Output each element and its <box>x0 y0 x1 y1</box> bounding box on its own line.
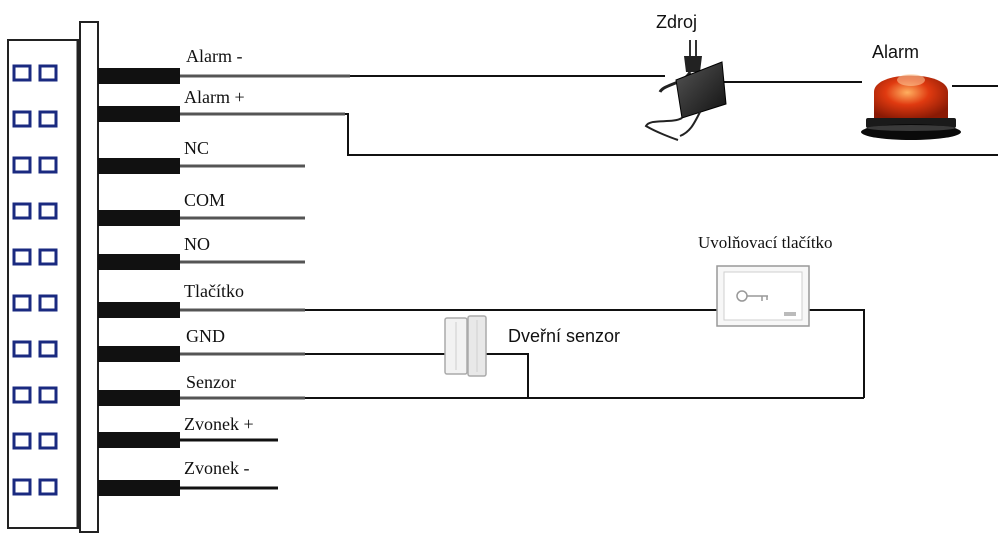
lead-gnd <box>98 346 180 362</box>
power-adapter-icon <box>644 40 727 141</box>
label-nc: NC <box>184 138 209 158</box>
door-sensor-label: Dveřní senzor <box>508 326 620 346</box>
pin-pair <box>12 386 58 404</box>
door-sensor-icon <box>444 315 487 377</box>
wires <box>305 75 998 399</box>
release-button: Uvolňovací tlačítko <box>698 233 833 327</box>
wire-button-return <box>808 309 865 398</box>
lead-alarm-plus <box>98 106 180 122</box>
lead-zvonek-minus <box>98 480 180 496</box>
power-supply: Zdroj <box>644 12 727 141</box>
lead-zvonek-plus <box>98 432 180 448</box>
label-senzor: Senzor <box>186 372 236 392</box>
label-tlacitko: Tlačítko <box>184 281 244 301</box>
label-gnd: GND <box>186 326 225 346</box>
wire-alarm-plus <box>345 113 998 156</box>
lead-senzor <box>98 390 180 406</box>
terminal-labels: Alarm - Alarm + NC COM NO Tlačítko GND S… <box>184 46 254 478</box>
pin-pair <box>12 64 58 82</box>
lead-tlacitko <box>98 302 180 318</box>
pin-pair <box>12 110 58 128</box>
pin-pair <box>12 248 58 266</box>
pin-pair <box>12 294 58 312</box>
pin-pair <box>12 432 58 450</box>
release-button-icon <box>716 265 810 327</box>
release-button-label: Uvolňovací tlačítko <box>698 233 833 252</box>
controller-unit <box>7 21 99 533</box>
terminal-leads <box>98 68 350 496</box>
label-no: NO <box>184 234 210 254</box>
pin-pair <box>12 156 58 174</box>
label-zvonek-plus: Zvonek + <box>184 414 254 434</box>
power-supply-label: Zdroj <box>656 12 697 32</box>
alarm-light: Alarm <box>861 42 961 140</box>
label-alarm-plus: Alarm + <box>184 87 245 107</box>
pin-pair <box>12 478 58 496</box>
label-alarm-minus: Alarm - <box>186 46 242 66</box>
pin-header <box>12 64 58 496</box>
alarm-beacon-icon <box>861 74 961 140</box>
pin-pair <box>12 202 58 220</box>
door-sensor: Dveřní senzor <box>444 315 620 377</box>
lead-no <box>98 254 180 270</box>
wire-sensor-return <box>486 353 529 398</box>
lead-alarm-minus <box>98 68 180 84</box>
alarm-light-label: Alarm <box>872 42 919 62</box>
lead-nc <box>98 158 180 174</box>
label-com: COM <box>184 190 225 210</box>
label-zvonek-minus: Zvonek - <box>184 458 249 478</box>
lead-com <box>98 210 180 226</box>
pin-pair <box>12 340 58 358</box>
